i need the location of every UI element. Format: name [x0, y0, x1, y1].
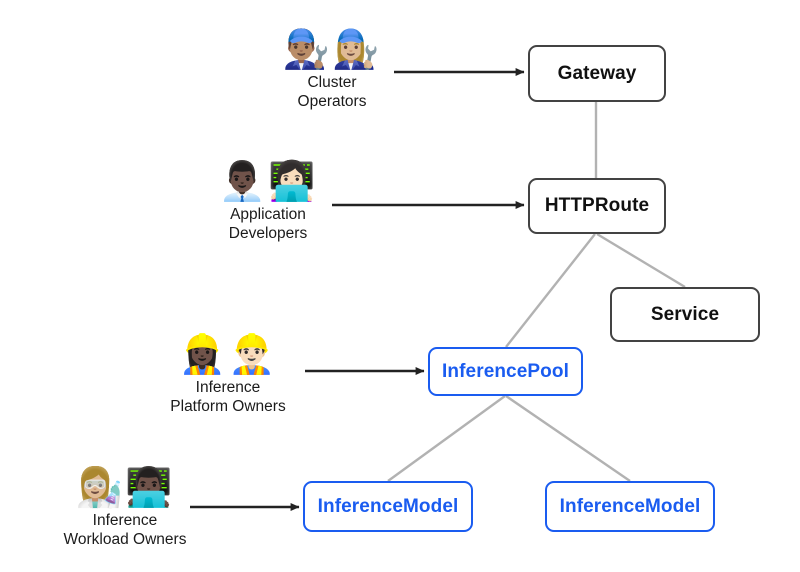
node-inferencepool[interactable]: InferencePool — [428, 347, 583, 396]
node-inferencemodel-right[interactable]: InferenceModel — [545, 481, 715, 532]
cluster-operators-emoji: 👨🏽‍🔧👩🏼‍🔧 — [282, 29, 382, 71]
application-developers-label: Application Developers — [228, 206, 308, 242]
node-inferencemodel-left[interactable]: InferenceModel — [303, 481, 473, 532]
inference-workload-owners-label: Inference Workload Owners — [63, 512, 187, 548]
actor-application-developers: 👨🏿‍💼👩🏻‍💻 Application Developers — [168, 160, 368, 243]
actor-inference-workload-owners: 👩🏼‍🔬👨🏿‍💻 Inference Workload Owners — [25, 466, 225, 549]
node-httproute[interactable]: HTTPRoute — [528, 178, 666, 234]
node-service[interactable]: Service — [610, 287, 760, 342]
edge-inferencepool-to-model-right — [505, 395, 631, 482]
inference-platform-owners-label: Inference Platform Owners — [170, 379, 286, 415]
actor-arrows — [190, 68, 525, 511]
node-gateway[interactable]: Gateway — [528, 45, 666, 102]
application-developers-emoji: 👨🏿‍💼👩🏻‍💻 — [218, 161, 318, 203]
actor-inference-platform-owners: 👷🏿‍♀️👷🏻‍♂️ Inference Platform Owners — [128, 333, 328, 416]
edge-inferencepool-to-model-left — [387, 395, 506, 482]
edge-httproute-to-service — [596, 232, 686, 289]
edge-httproute-to-inferencepool — [505, 233, 596, 348]
inference-platform-owners-emoji: 👷🏿‍♀️👷🏻‍♂️ — [178, 334, 278, 376]
cluster-operators-label: Cluster Operators — [297, 74, 367, 110]
inference-workload-owners-emoji: 👩🏼‍🔬👨🏿‍💻 — [75, 467, 175, 509]
actor-cluster-operators: 👨🏽‍🔧👩🏼‍🔧 Cluster Operators — [232, 28, 432, 111]
